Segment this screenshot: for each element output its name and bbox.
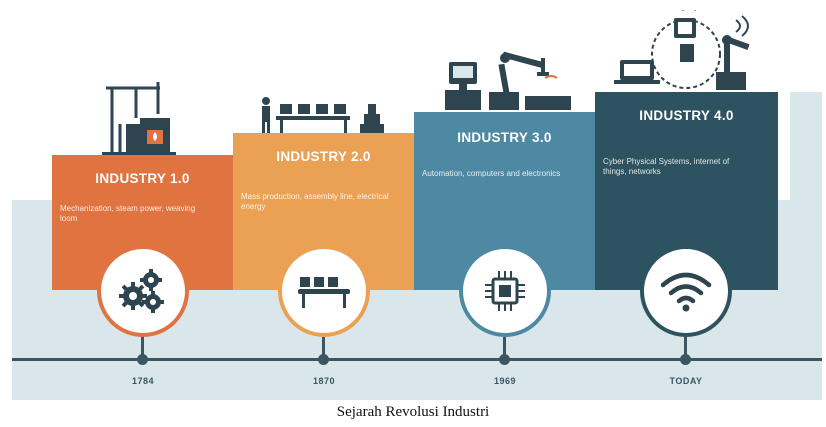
industry-2-title: INDUSTRY 2.0 [276,149,371,164]
timeline-stem-1 [141,337,144,359]
industry-1-title: INDUSTRY 1.0 [95,171,190,186]
timeline-marker-3 [499,354,510,365]
year-label-4: TODAY [669,376,703,386]
microchip-icon [485,271,525,311]
timeline-line [12,358,822,361]
background-band-step [790,92,822,202]
industry-4-description: Cyber Physical Systems, internet of thin… [603,157,730,176]
industry-2-description: Mass production, assembly line, electric… [241,192,389,211]
industry-3-title: INDUSTRY 3.0 [457,130,552,145]
industry-4-title: INDUSTRY 4.0 [639,108,734,123]
industry-2-icon-circle [278,245,370,337]
connected-systems-icon [614,10,750,90]
timeline-marker-4 [680,354,691,365]
timeline-stem-3 [503,337,506,359]
industry-3-description: Automation, computers and electronics [422,169,561,178]
conveyor-belt-icon [298,277,350,308]
year-label-3: 1969 [493,376,517,386]
year-label-2: 1870 [312,376,336,386]
gears-icon [119,269,164,313]
figure-caption: Sejarah Revolusi Industri [336,404,490,420]
timeline-stem-2 [322,337,325,359]
computer-robot-arm-icon [445,51,571,110]
timeline-stem-4 [684,337,687,359]
timeline-marker-2 [318,354,329,365]
assembly-line-workers-icon [262,97,384,134]
industry-1-description: Mechanization, steam power, weaving loom [60,204,196,223]
timeline-marker-1 [137,354,148,365]
industry-4-icon-circle [640,245,732,337]
year-label-1: 1784 [131,376,155,386]
wifi-icon [660,272,712,312]
steam-engine-icon [102,82,176,156]
industry-3-icon-circle [459,245,551,337]
industry-1-icon-circle [97,245,189,337]
